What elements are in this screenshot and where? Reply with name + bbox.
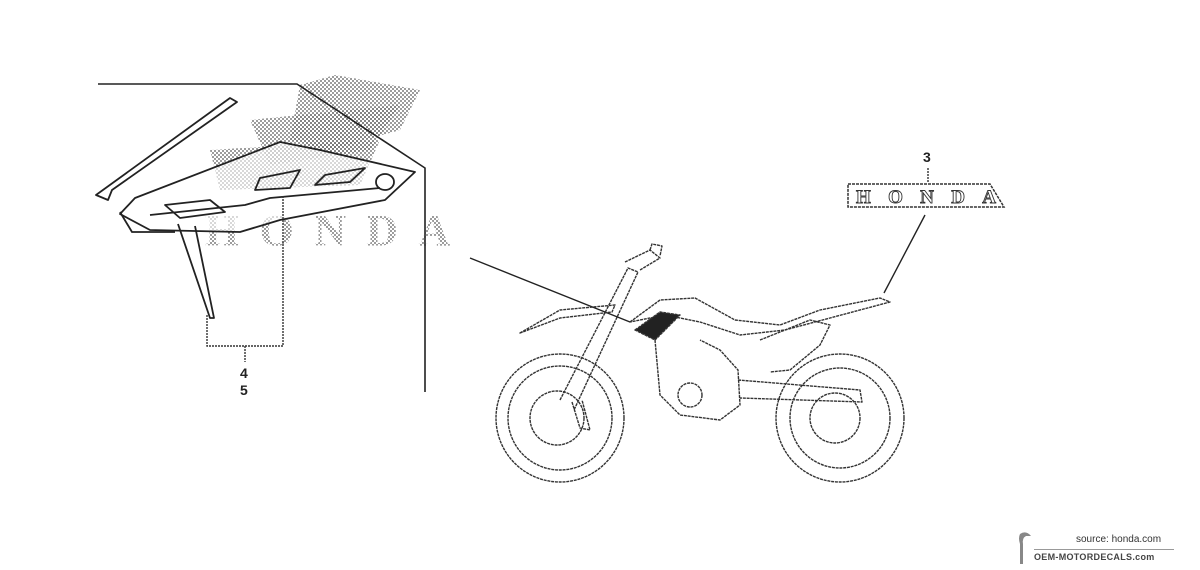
- toucan-logo-icon: [1019, 532, 1031, 564]
- watermark-divider: [1034, 549, 1174, 550]
- watermark-source: source: honda.com: [1076, 534, 1162, 545]
- leader-line-to-bike: [469, 257, 631, 323]
- honda-emblem-text: HONDA: [856, 187, 996, 208]
- shroud-decal-drawing: [95, 97, 416, 319]
- callout-3: 3: [923, 149, 931, 165]
- motorcycle-drawing: [495, 243, 905, 483]
- leader-line-frame: [98, 83, 426, 392]
- callout-4: 4: [240, 365, 248, 381]
- honda-emblem: HONDA: [847, 183, 1006, 208]
- watermark-site: OEM-MOTORDECALS.com: [1034, 552, 1155, 562]
- callout-5: 5: [240, 382, 248, 398]
- watermark: source: honda.com OEM-MOTORDECALS.com: [1014, 528, 1194, 568]
